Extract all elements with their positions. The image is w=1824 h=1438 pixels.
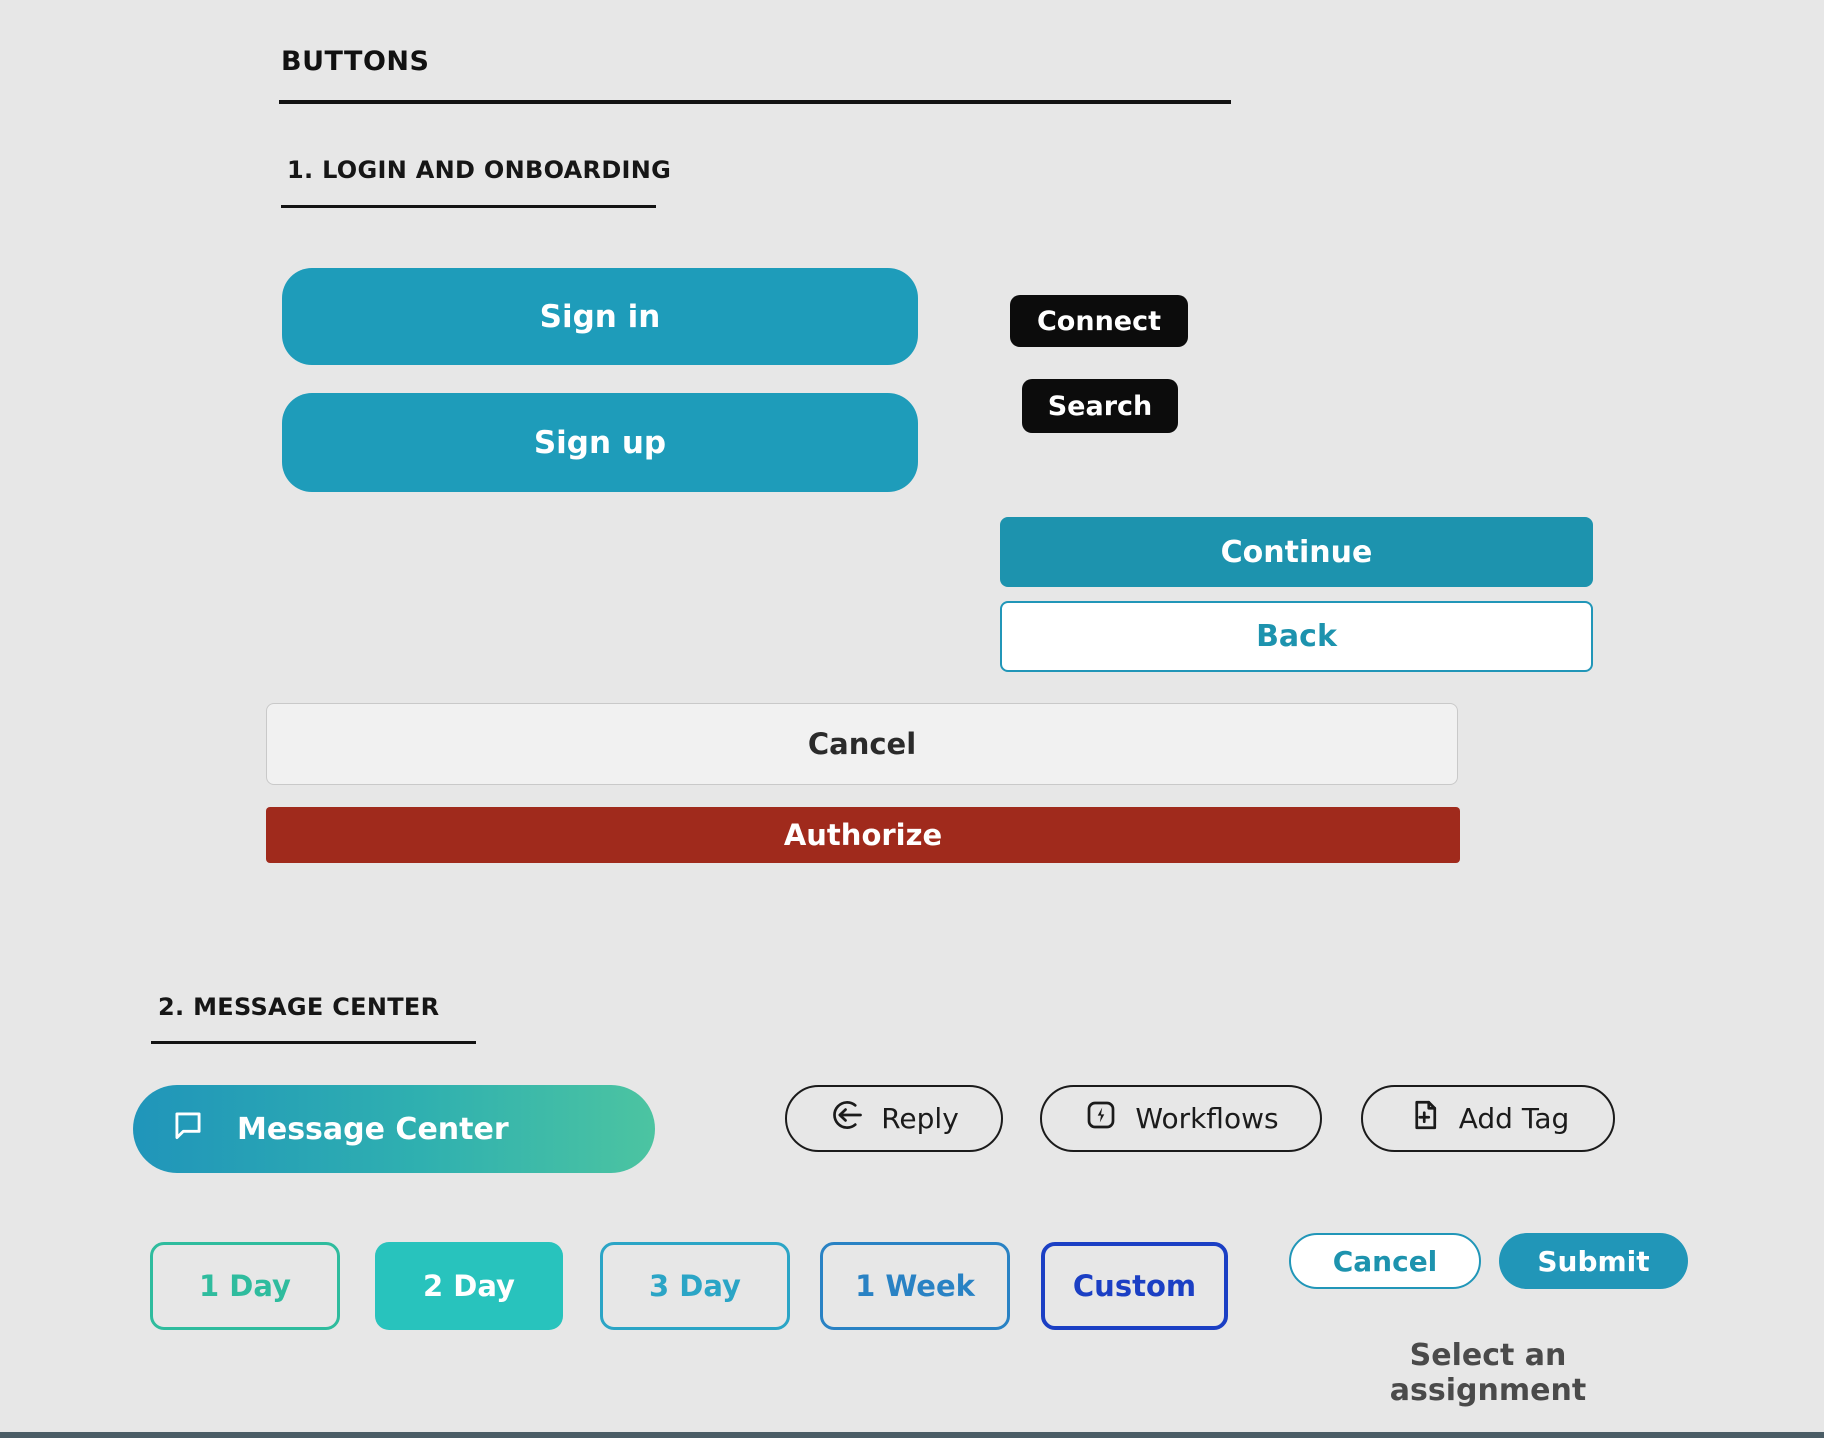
message-center-button[interactable]: Message Center bbox=[133, 1085, 655, 1173]
back-button[interactable]: Back bbox=[1000, 601, 1593, 672]
footer-bar bbox=[0, 1432, 1824, 1438]
connect-button[interactable]: Connect bbox=[1010, 295, 1188, 347]
reply-label: Reply bbox=[881, 1102, 959, 1135]
add-tag-button[interactable]: Add Tag bbox=[1361, 1085, 1615, 1152]
add-tag-icon bbox=[1407, 1097, 1443, 1140]
message-center-label: Message Center bbox=[237, 1111, 509, 1147]
section-login-heading: 1. LOGIN AND ONBOARDING bbox=[287, 156, 672, 184]
add-tag-label: Add Tag bbox=[1458, 1102, 1570, 1135]
duration-1-day-button[interactable]: 1 Day bbox=[150, 1242, 340, 1330]
duration-2-day-button[interactable]: 2 Day bbox=[375, 1242, 563, 1330]
duration-3-day-button[interactable]: 3 Day bbox=[600, 1242, 790, 1330]
submit-button[interactable]: Submit bbox=[1499, 1233, 1688, 1289]
section-message-divider bbox=[151, 1041, 476, 1044]
section-message-heading: 2. MESSAGE CENTER bbox=[158, 993, 440, 1021]
cancel-pill-button[interactable]: Cancel bbox=[1289, 1233, 1481, 1289]
assignment-helper-text: Select an assignment bbox=[1389, 1338, 1587, 1408]
workflows-button[interactable]: Workflows bbox=[1040, 1085, 1322, 1152]
cancel-button[interactable]: Cancel bbox=[266, 703, 1458, 785]
authorize-button[interactable]: Authorize bbox=[266, 807, 1460, 863]
reply-icon bbox=[829, 1097, 865, 1140]
workflows-icon bbox=[1083, 1097, 1119, 1140]
duration-1-week-button[interactable]: 1 Week bbox=[820, 1242, 1010, 1330]
duration-custom-button[interactable]: Custom bbox=[1041, 1242, 1228, 1330]
section-login-divider bbox=[281, 205, 656, 208]
page-title: BUTTONS bbox=[281, 46, 430, 77]
workflows-label: Workflows bbox=[1135, 1102, 1279, 1135]
sign-up-button[interactable]: Sign up bbox=[282, 393, 918, 492]
reply-button[interactable]: Reply bbox=[785, 1085, 1003, 1152]
sign-in-button[interactable]: Sign in bbox=[282, 268, 918, 365]
search-button[interactable]: Search bbox=[1022, 379, 1178, 433]
title-divider bbox=[279, 100, 1231, 104]
chat-bubble-icon bbox=[169, 1106, 207, 1152]
continue-button[interactable]: Continue bbox=[1000, 517, 1593, 587]
